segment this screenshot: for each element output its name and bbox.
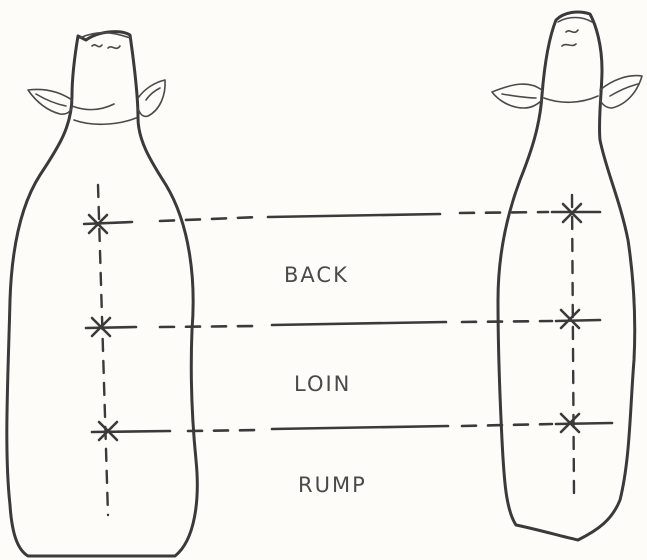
left-neck-mark-2 [74,118,136,124]
right-spine [572,195,574,495]
right-neck-mark [544,96,598,102]
left-ear-right-inner [146,88,160,100]
right-ear-right [600,76,642,108]
division-line-middle [86,320,600,328]
left-carcass-outline [7,32,197,556]
right-marker-loin [561,310,579,328]
right-head-top [558,18,592,23]
division-line-bottom [92,423,612,432]
division-line-top [84,212,600,224]
right-carcass [492,12,642,540]
left-head-marks [92,45,120,48]
right-ear-left-inner [502,94,536,98]
label-back: BACK [284,263,349,287]
right-carcass-outline [498,12,635,540]
left-spine [98,185,108,515]
right-head-marks [562,30,578,46]
left-ear-right [138,80,165,116]
left-carcass [7,32,197,556]
left-neck-mark [72,104,114,110]
label-rump: RUMP [298,473,367,497]
label-loin: LOIN [294,372,351,396]
